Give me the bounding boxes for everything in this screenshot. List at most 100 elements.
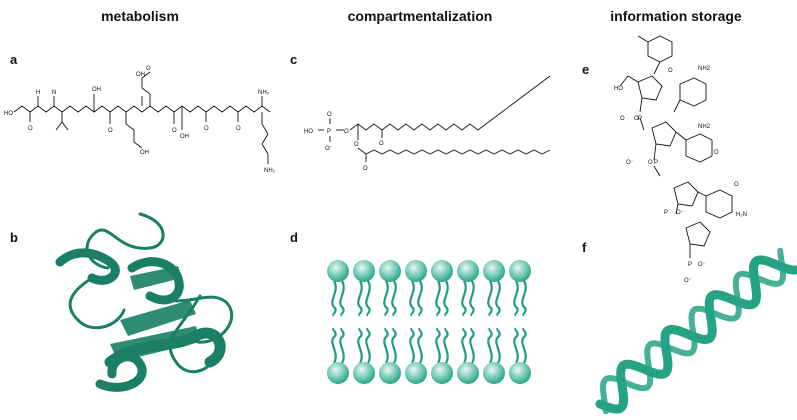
- svg-text:O: O: [634, 116, 639, 122]
- lipid-tail: [417, 280, 423, 317]
- panel-label-f: f: [582, 240, 587, 255]
- lipid-tail: [331, 280, 337, 317]
- svg-text:O⁻: O⁻: [626, 160, 634, 166]
- lipid-head: [431, 260, 453, 282]
- svg-text:NH₂: NH₂: [258, 90, 270, 96]
- helix-strand: [600, 247, 786, 415]
- svg-text:H: H: [36, 90, 40, 96]
- lipid-head: [327, 362, 349, 384]
- lipid-tail: [357, 280, 363, 317]
- svg-text:OH: OH: [136, 72, 145, 78]
- svg-text:HO: HO: [4, 111, 13, 117]
- lipid-tail: [521, 327, 527, 364]
- svg-text:OH: OH: [92, 87, 101, 93]
- svg-text:O: O: [620, 116, 625, 122]
- panel-label-d: d: [290, 230, 298, 245]
- svg-text:P: P: [664, 210, 668, 216]
- svg-text:O⁻: O⁻: [698, 262, 706, 268]
- lipid-tail: [339, 327, 345, 364]
- lipid-tail: [365, 280, 371, 317]
- svg-text:O: O: [344, 129, 349, 135]
- panel-label-e: e: [582, 62, 590, 77]
- svg-text:O: O: [363, 166, 368, 172]
- svg-text:HO: HO: [304, 129, 313, 135]
- lipid-head: [405, 260, 427, 282]
- svg-text:O: O: [668, 68, 673, 74]
- lipid-tail: [487, 280, 493, 317]
- lipid-tail: [443, 327, 449, 364]
- svg-text:O⁻: O⁻: [676, 210, 684, 216]
- lipid-tail: [339, 280, 345, 317]
- lipid-head: [457, 260, 479, 282]
- svg-text:NH2: NH2: [698, 66, 711, 72]
- lipid-tail: [417, 327, 423, 364]
- lipid-tail: [331, 327, 337, 364]
- lipid-tail: [513, 280, 519, 317]
- lipid-tail: [521, 280, 527, 317]
- lipid-head: [457, 362, 479, 384]
- svg-text:NH2: NH2: [698, 124, 711, 130]
- lipid-head: [353, 260, 375, 282]
- title-metabolism: metabolism: [101, 8, 179, 24]
- svg-text:P: P: [654, 160, 658, 166]
- lipid-head: [353, 362, 375, 384]
- svg-text:O: O: [108, 128, 113, 134]
- lipid-tail: [487, 327, 493, 364]
- helix-strand: [595, 255, 797, 414]
- svg-text:O: O: [648, 160, 653, 166]
- lipid-tail: [391, 327, 397, 364]
- lipid-tail: [461, 280, 467, 317]
- svg-text:NH₂: NH₂: [264, 168, 276, 174]
- lipid-tail: [409, 327, 415, 364]
- lipid-tail: [495, 327, 501, 364]
- lipid-tail: [357, 327, 363, 364]
- lipid-tail: [443, 280, 449, 317]
- svg-text:P: P: [327, 129, 331, 135]
- svg-text:P: P: [638, 116, 642, 122]
- panel-label-a: a: [10, 52, 18, 67]
- lipid-tail: [365, 327, 371, 364]
- lipid-tail: [495, 280, 501, 317]
- lipid-tail: [461, 327, 467, 364]
- lipid-tail: [513, 327, 519, 364]
- svg-text:OH: OH: [140, 150, 149, 156]
- svg-text:O: O: [379, 141, 384, 147]
- svg-text:O: O: [172, 128, 177, 134]
- lipid-tail: [435, 327, 441, 364]
- svg-text:O: O: [236, 126, 241, 132]
- svg-text:O⁻: O⁻: [684, 278, 692, 284]
- lipid-head: [431, 362, 453, 384]
- svg-text:O: O: [354, 142, 359, 148]
- svg-text:O: O: [734, 182, 739, 188]
- svg-text:O: O: [28, 126, 33, 132]
- svg-text:P: P: [688, 262, 692, 268]
- lipid-head: [405, 362, 427, 384]
- svg-text:H₂N: H₂N: [736, 212, 747, 218]
- svg-text:O: O: [327, 112, 332, 118]
- lipid-tail: [409, 280, 415, 317]
- lipid-tail: [383, 327, 389, 364]
- panel-label-c: c: [290, 52, 298, 67]
- svg-text:O: O: [204, 126, 209, 132]
- lipid-tail: [435, 280, 441, 317]
- lipid-head: [509, 362, 531, 384]
- lipid-head: [509, 260, 531, 282]
- lipid-tail: [383, 280, 389, 317]
- lipid-head: [327, 260, 349, 282]
- svg-text:HO: HO: [614, 86, 623, 92]
- svg-text:O: O: [146, 66, 151, 72]
- lipid-tail: [469, 327, 475, 364]
- title-information-storage: information storage: [610, 8, 742, 24]
- lipid-tail: [391, 280, 397, 317]
- title-compartmentalization: compartmentalization: [347, 8, 493, 24]
- svg-text:O⁻: O⁻: [325, 146, 333, 152]
- lipid-head: [483, 260, 505, 282]
- lipid-head: [379, 362, 401, 384]
- svg-text:O: O: [714, 150, 719, 156]
